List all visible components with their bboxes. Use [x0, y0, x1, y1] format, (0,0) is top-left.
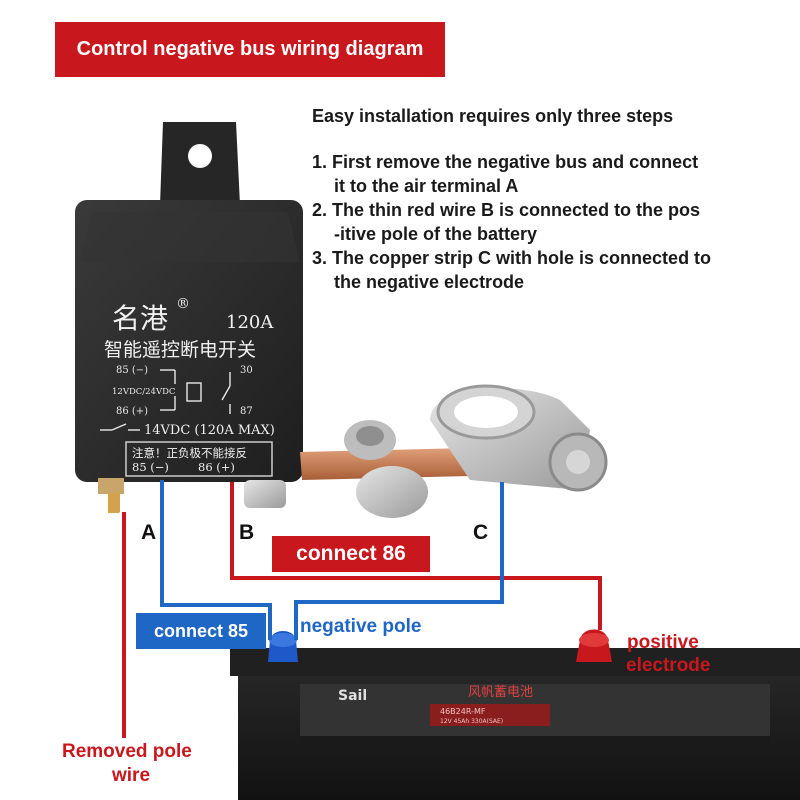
relay-contact-rating: 14VDC (120A MAX): [144, 423, 275, 438]
relay-coil-voltage: 12VDC/24VDC: [112, 387, 175, 397]
label-c: C: [473, 521, 489, 544]
step-3: 3. The copper strip C with hole is conne…: [312, 246, 782, 294]
label-a: A: [141, 521, 157, 544]
relay-rating: 120A: [226, 312, 274, 333]
copper-strip: [300, 448, 470, 480]
relay-bottom-86: 86 (+): [198, 460, 235, 474]
removed-pole-label-2: wire: [112, 765, 151, 786]
relay-bottom-85: 85 (−): [132, 460, 169, 474]
bolt-top-inner: [356, 426, 384, 446]
positive-electrode-label-2: electrode: [626, 655, 711, 676]
negative-pole-label: negative pole: [300, 616, 422, 637]
step-2: 2. The thin red wire B is connected to t…: [312, 198, 782, 246]
title-banner: Control negative bus wiring diagram: [55, 22, 445, 77]
positive-terminal-top: [579, 633, 609, 647]
battery-model-strip: [430, 704, 550, 726]
relay-body: [75, 200, 303, 482]
battery-brand: Sail: [338, 688, 367, 704]
terminal-30: [244, 480, 286, 508]
connect-86-badge: connect 86: [272, 536, 430, 572]
relay-warning: 注意！正负极不能接反: [132, 446, 247, 460]
relay-subtitle: 智能遥控断电开关: [104, 339, 256, 361]
battery-brand-cn: 风帆蓄电池: [468, 685, 533, 700]
step-2-line-1: 2. The thin red wire B is connected to t…: [312, 200, 701, 220]
step-3-line-2: the negative electrode: [334, 272, 525, 292]
relay-pin30: 30: [240, 365, 253, 376]
wire-b-positive: [230, 482, 602, 630]
mount-hole: [188, 144, 212, 168]
warning-box: [125, 441, 273, 477]
diagram-title: Control negative bus wiring diagram: [76, 38, 424, 60]
steps-intro: Easy installation requires only three st…: [312, 106, 674, 126]
clamp-bolt-center: [566, 450, 590, 474]
relay-reg: ®: [176, 296, 190, 312]
relay-pin85: 85 (−): [116, 365, 148, 376]
terminal-86: [108, 493, 120, 513]
clamp-hole: [454, 396, 518, 428]
battery-model: 46B24R-MF: [440, 707, 486, 716]
negative-terminal-top: [269, 633, 297, 647]
battery-label-strip: [300, 736, 770, 754]
relay-top-bevel: [80, 212, 300, 262]
step-2-line-2: -itive pole of the battery: [334, 224, 538, 244]
step-1-line-1: 1. First remove the negative bus and con…: [312, 152, 699, 172]
installation-steps: Easy installation requires only three st…: [312, 104, 782, 294]
step-3-line-1: 3. The copper strip C with hole is conne…: [312, 248, 712, 268]
step-1-line-2: it to the air terminal A: [334, 176, 519, 196]
removed-pole-label-1: Removed pole: [62, 741, 192, 762]
terminal-85: [98, 478, 124, 494]
battery-top: [230, 648, 800, 676]
relay-pin86: 86 (+): [116, 406, 148, 417]
step-1: 1. First remove the negative bus and con…: [312, 150, 782, 198]
positive-electrode-label-1: positive: [627, 632, 699, 653]
label-b: B: [239, 521, 255, 544]
relay-brand: 名港: [112, 302, 168, 335]
connect-85-badge: connect 85: [136, 613, 266, 649]
relay-pin87: 87: [240, 406, 253, 417]
battery-spec: 12V 45Ah 330A(SAE): [440, 718, 503, 725]
wire-c-negative: [294, 482, 504, 640]
bolt-nut: [356, 466, 428, 518]
wire-85-negative: [160, 480, 272, 640]
relay-schematic: [100, 369, 231, 431]
